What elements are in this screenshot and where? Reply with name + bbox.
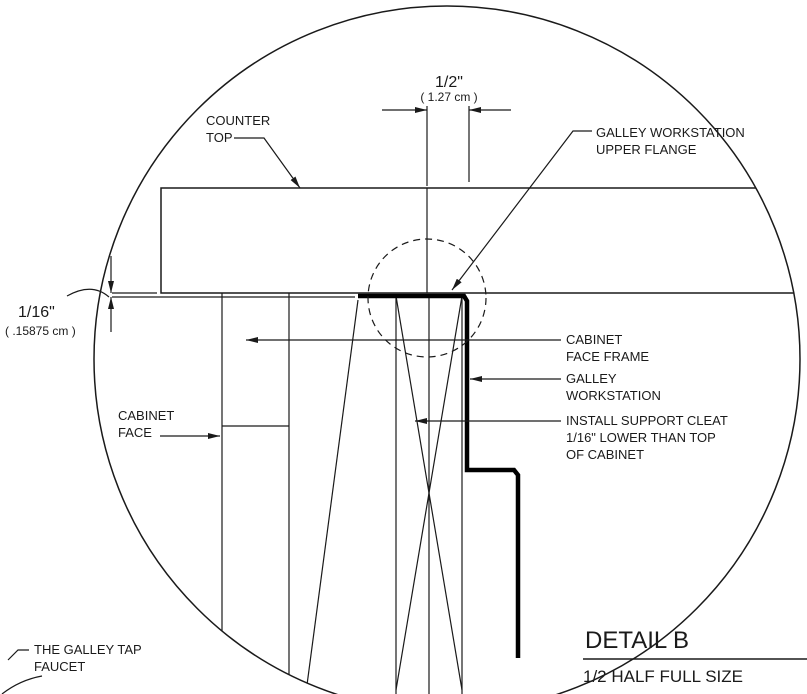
title-block: DETAIL B 1/2 HALF FULL SIZE [583, 627, 807, 686]
upper-flange-label-2: UPPER FLANGE [596, 142, 697, 157]
workstation-label-1: GALLEY [566, 371, 617, 386]
faucet-line [304, 299, 359, 694]
cleat-label-3: OF CABINET [566, 447, 644, 462]
upper-flange-callout: GALLEY WORKSTATION UPPER FLANGE [451, 125, 745, 291]
faucet-callout: THE GALLEY TAP FAUCET [1, 642, 142, 694]
face-frame-label-1: CABINET [566, 332, 622, 347]
cleat-label-2: 1/16" LOWER THAN TOP [566, 430, 716, 445]
workstation-label-2: WORKSTATION [566, 388, 661, 403]
detail-scale: 1/2 HALF FULL SIZE [583, 667, 743, 686]
counter-top-label-2: TOP [206, 130, 233, 145]
faucet-label-1: THE GALLEY TAP [34, 642, 142, 657]
counter-top-callout: COUNTER TOP [206, 113, 301, 189]
face-frame-label-2: FACE FRAME [566, 349, 649, 364]
dimension-sixteenth-inch: 1/16" ( .15875 cm ) [5, 256, 355, 338]
counter-top [160, 187, 800, 294]
cleat-callout: INSTALL SUPPORT CLEAT 1/16" LOWER THAN T… [415, 413, 728, 462]
upper-flange-label-1: GALLEY WORKSTATION [596, 125, 745, 140]
dim-half-inch-text: 1/2" [435, 74, 463, 91]
galley-workstation-profile [358, 293, 521, 658]
face-frame-callout: CABINET FACE FRAME [246, 332, 649, 364]
dim-sixteenth-cm-text: ( .15875 cm ) [5, 324, 76, 338]
dimension-half-inch: 1/2" ( 1.27 cm ) [382, 74, 511, 186]
dim-sixteenth-inch-text: 1/16" [18, 304, 55, 321]
dim-half-cm-text: ( 1.27 cm ) [420, 90, 477, 104]
detail-title: DETAIL B [585, 627, 689, 654]
cabinet-face-label-1: CABINET [118, 408, 174, 423]
cabinet-face-callout: CABINET FACE [118, 408, 220, 440]
workstation-callout: GALLEY WORKSTATION [470, 371, 661, 403]
cleat-label-1: INSTALL SUPPORT CLEAT [566, 413, 728, 428]
callout-circle [367, 238, 487, 358]
detail-circle [93, 5, 801, 694]
faucet-label-2: FAUCET [34, 659, 85, 674]
cabinet-face-label-2: FACE [118, 425, 152, 440]
counter-top-label-1: COUNTER [206, 113, 270, 128]
